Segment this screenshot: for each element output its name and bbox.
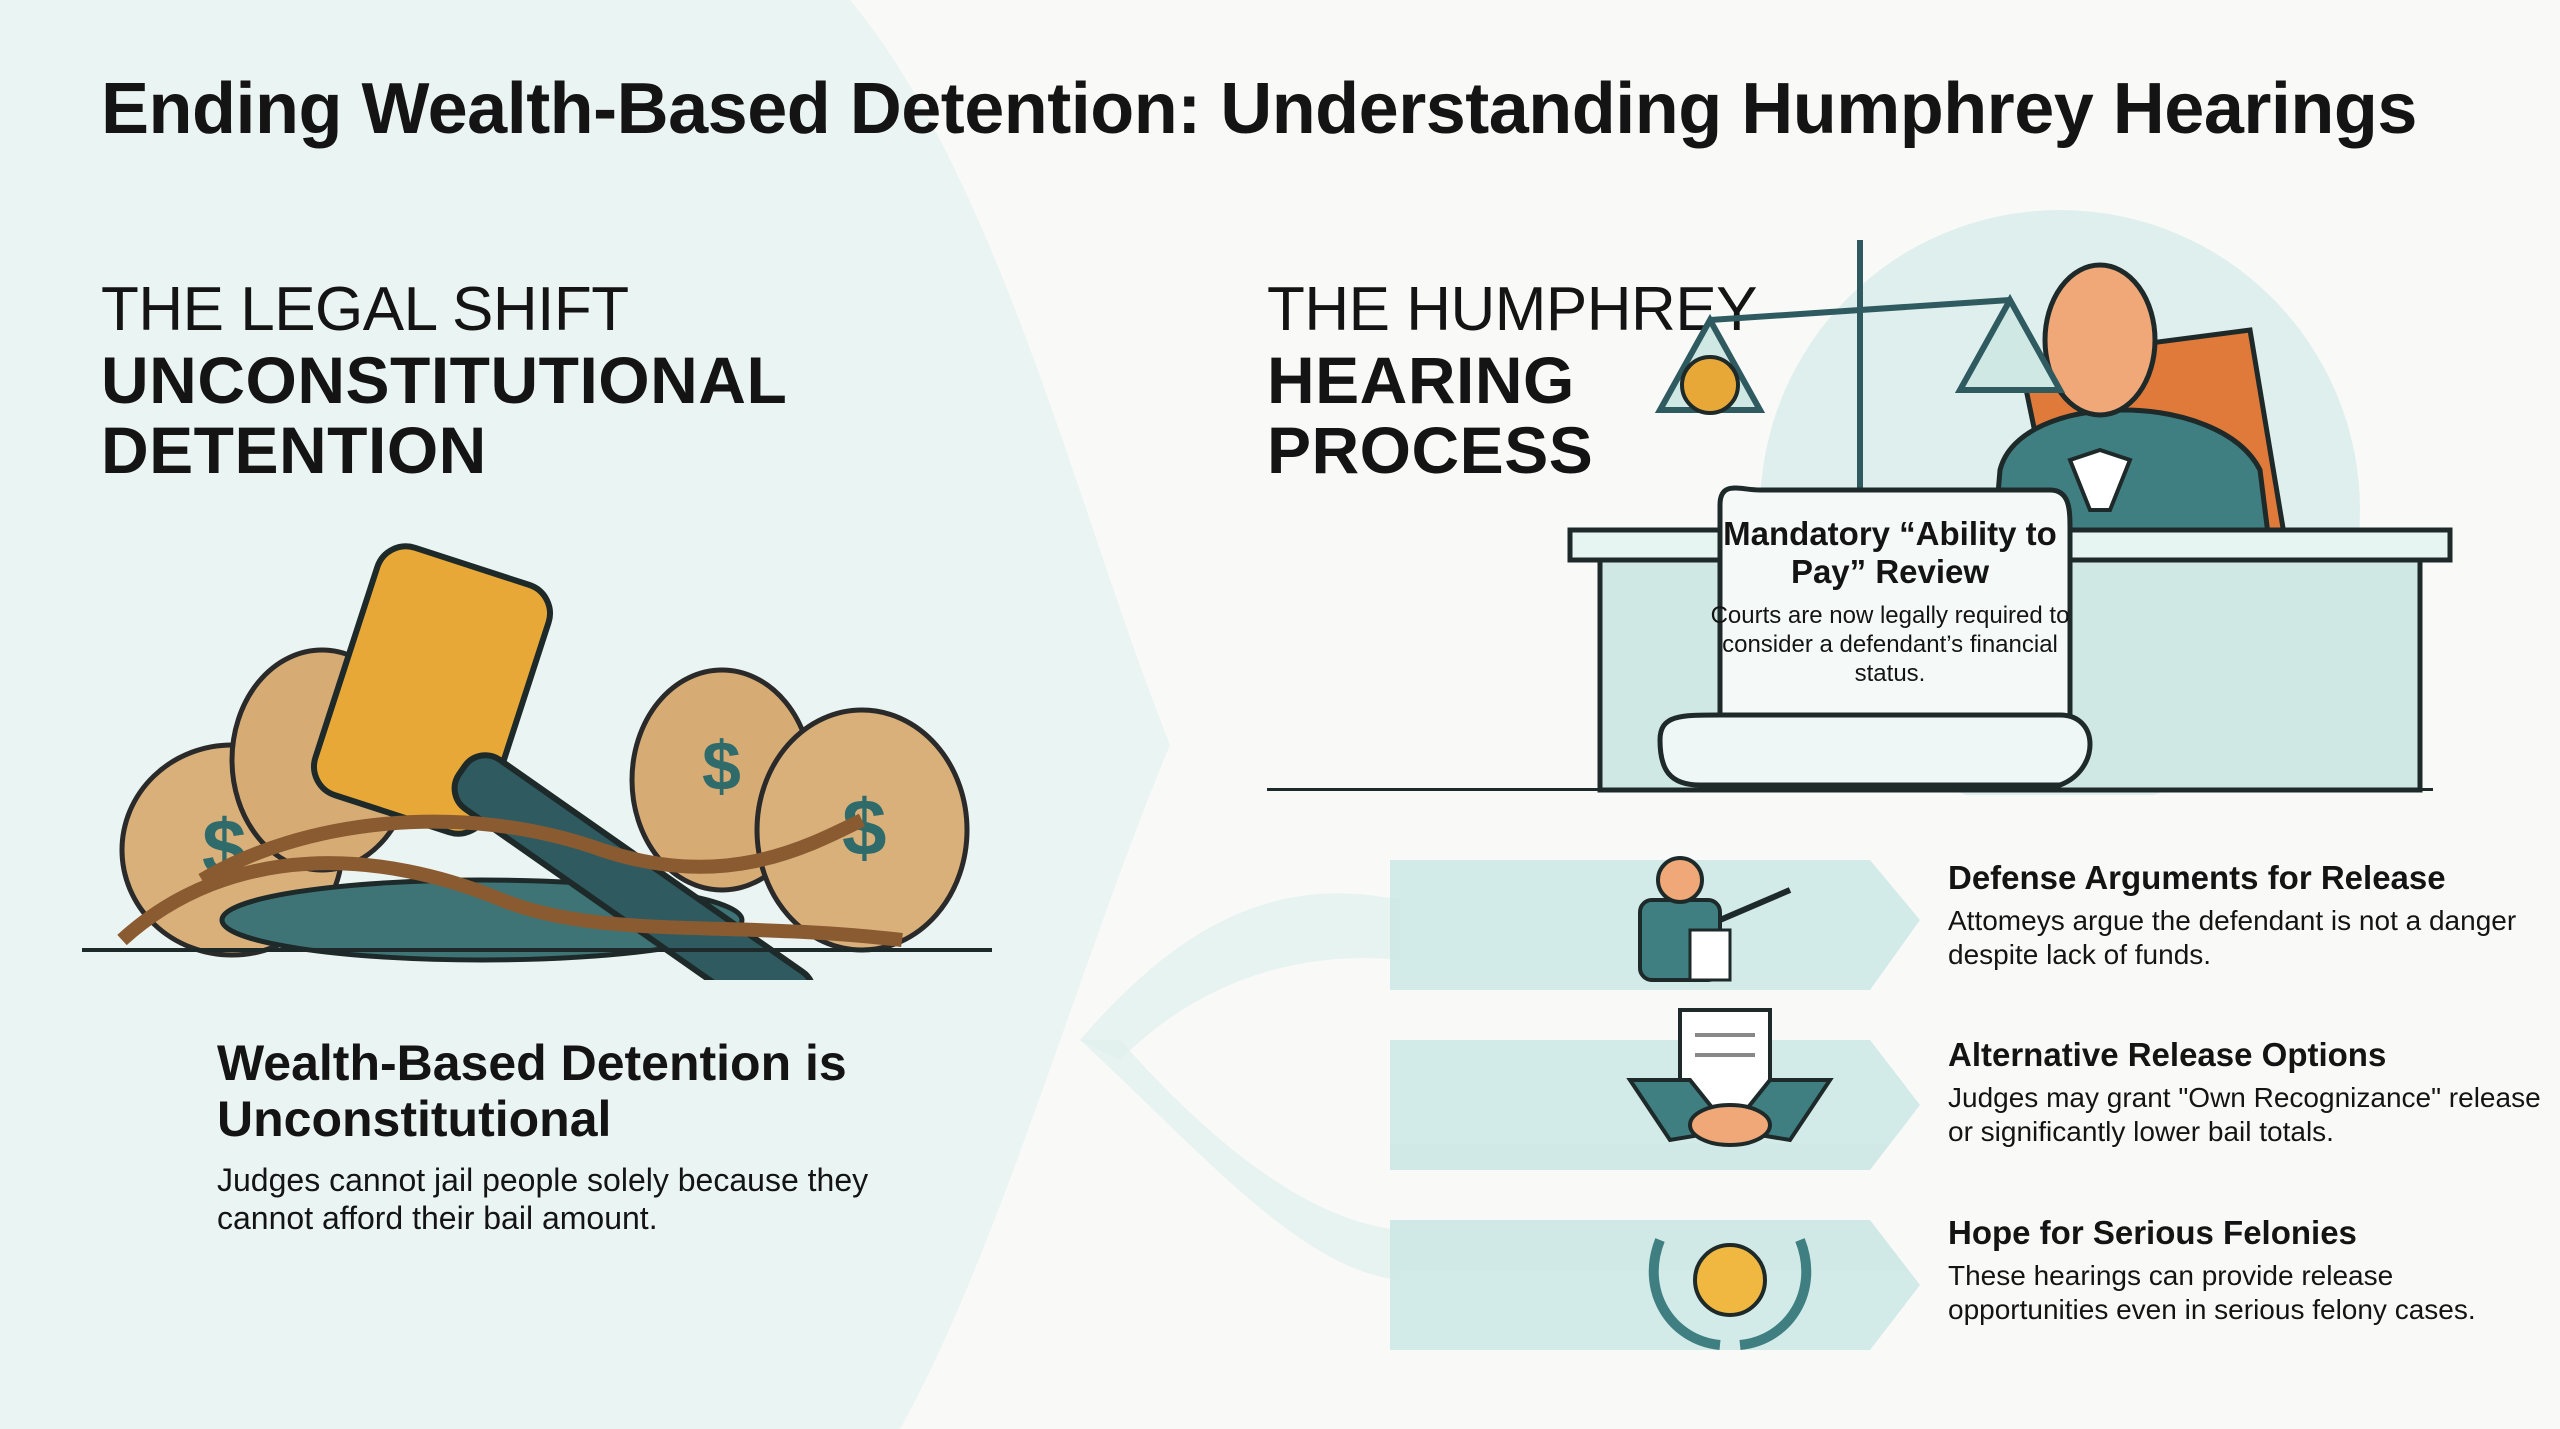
item-heading: Alternative Release Options (1948, 1036, 2387, 1073)
scroll-icon (1717, 485, 2073, 733)
ability-to-pay-scroll: Mandatory “Ability to Pay” Review Courts… (1710, 515, 2070, 688)
gavel-icon (311, 543, 817, 980)
judge-head-icon (2042, 262, 2158, 418)
judge-with-scales-illustration (1567, 210, 2453, 795)
left-sub-body: Judges cannot jail people solely because… (217, 1162, 869, 1236)
item-body: Judges may grant "Own Recognizance" rele… (1948, 1082, 2541, 1147)
coin-icon (1680, 355, 1740, 415)
laurel-sun-icon (1648, 1238, 1812, 1350)
item-heading: Hope for Serious Felonies (1948, 1214, 2357, 1251)
right-heading-line2: PROCESS (1267, 413, 1594, 487)
right-heading-line1: HEARING (1267, 343, 1575, 417)
process-item-defense-arguments: Defense Arguments for Release Attomeys a… (1948, 858, 2548, 972)
svg-text:$: $ (702, 727, 741, 805)
left-heading-line2: DETENTION (101, 413, 487, 487)
right-kicker: THE HUMPHREY (1267, 275, 1758, 344)
right-section-heading: THE HUMPHREY HEARING PROCESS (1267, 275, 1758, 487)
handshake-document-icon (1626, 1008, 1834, 1147)
process-item-alternative-release: Alternative Release Options Judges may g… (1948, 1035, 2548, 1149)
attorney-icon (1638, 856, 1792, 982)
section-divider (1267, 788, 2433, 791)
item-body: These hearings can provide release oppor… (1948, 1260, 2476, 1325)
scroll-heading: Mandatory “Ability to Pay” Review (1723, 515, 2057, 590)
page-title: Ending Wealth-Based Detention: Understan… (101, 69, 2417, 149)
left-sub-heading: Wealth-Based Detention is Unconstitution… (217, 1035, 847, 1147)
item-heading: Defense Arguments for Release (1948, 859, 2446, 896)
scroll-body: Courts are now legally required to consi… (1710, 602, 2070, 687)
gavel-chains-money-bags-illustration: $ $ $ (82, 543, 992, 980)
left-heading-line1: UNCONSTITUTIONAL (101, 343, 788, 417)
item-body: Attomeys argue the defendant is not a da… (1948, 905, 2517, 970)
left-subsection: Wealth-Based Detention is Unconstitution… (217, 1035, 917, 1237)
left-kicker: THE LEGAL SHIFT (101, 275, 629, 344)
left-section-heading: THE LEGAL SHIFT UNCONSTITUTIONAL DETENTI… (101, 275, 787, 485)
chain-icon (117, 813, 903, 947)
process-arrows (1390, 856, 1920, 1350)
process-item-serious-felonies: Hope for Serious Felonies These hearings… (1948, 1213, 2548, 1327)
